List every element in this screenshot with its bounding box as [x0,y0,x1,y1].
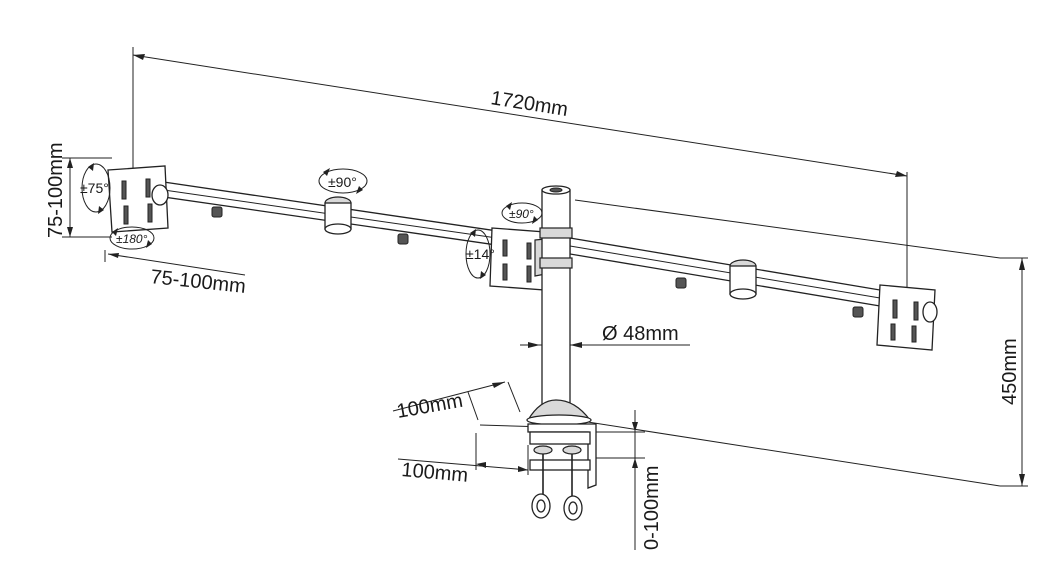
desk-thickness-dimension: 0-100mm [596,410,663,550]
center-arm-swivel-label: ±90° [328,174,357,190]
vesa-height-dimension: 75-100mm [45,142,112,238]
total-width-label: 1720mm [489,87,569,121]
center-top-swivel-indicator: ±90° [501,202,543,224]
right-vesa-plate [876,284,938,351]
pole-height-dimension: 450mm [574,199,1028,487]
pole-height-label: 450mm [999,338,1021,405]
clamp-depth-label: 100mm [395,390,465,423]
left-vesa-plate [107,165,169,233]
pole [526,185,592,426]
vesa-width-label: 75-100mm [149,266,246,298]
center-tilt-label: ±14° [466,246,495,262]
center-top-swivel-label: ±90° [509,207,534,221]
pole-diameter-label: Ø 48mm [602,323,679,345]
vesa-height-label: 75-100mm [45,142,67,238]
vesa-width-dimension: 75-100mm [104,250,247,298]
left-tilt-indicator: ±75° [80,163,111,214]
left-tilt-label: ±75° [80,180,109,196]
right-arm [569,237,881,318]
clamp-depth-dimension: 100mm [392,381,521,423]
left-rotate-label: ±180° [116,232,148,246]
left-rotate-indicator: ±180° [109,226,155,250]
desk-clamp [527,423,597,521]
clamp-width-label: 100mm [401,459,469,487]
center-tilt-indicator: ±14° [465,229,495,279]
left-arm [149,179,546,253]
center-arm-swivel-indicator: ±90° [318,168,368,194]
desk-thickness-label: 0-100mm [641,466,663,550]
